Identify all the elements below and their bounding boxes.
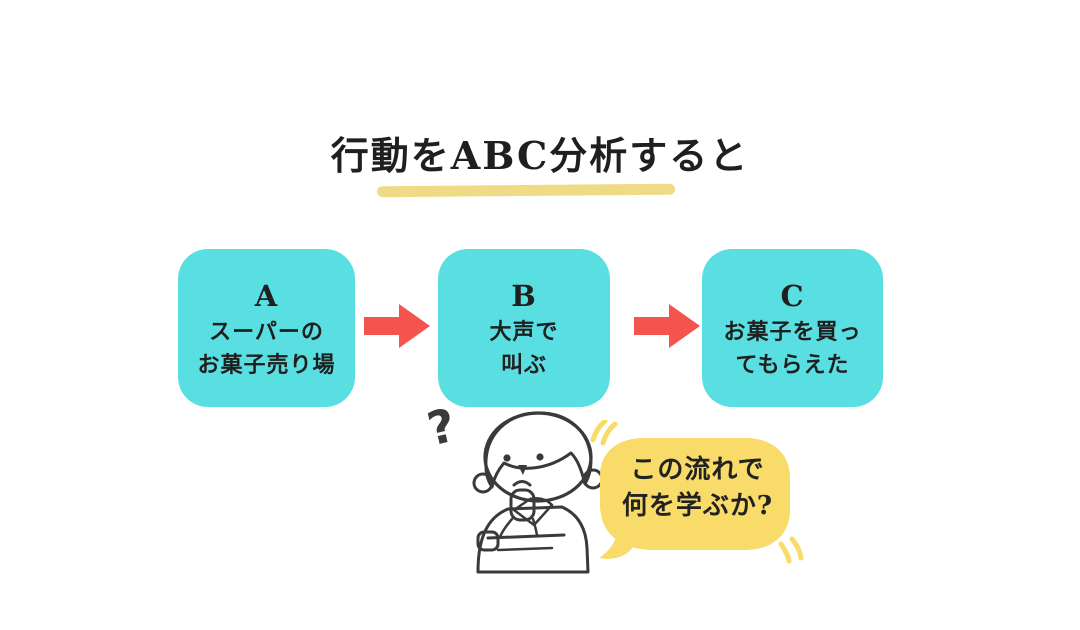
speech-bubble [585,420,813,572]
box-label-a: A [254,279,279,313]
speech-bubble-line1: この流れで [630,455,765,485]
flow-box-behavior: B 大声で 叫ぶ [438,249,610,407]
box-b-line2: 叫ぶ [500,352,547,378]
page-title: 行動をABC分析すると [330,133,750,178]
box-c-line2: てもらえた [735,352,850,378]
box-label-c: C [780,279,805,313]
box-label-b: B [511,279,537,313]
flow-box-consequence: C お菓子を買っ てもらえた [702,249,883,407]
arrow-right-icon [634,302,702,350]
box-c-line1: お菓子を買っ [723,319,862,345]
box-a-line2: お菓子売り場 [197,352,336,378]
speech-bubble-text: この流れで 何を学ぶか? [600,452,795,524]
box-a-line1: スーパーの [209,319,324,345]
thinking-person-illustration [448,406,608,578]
title-highlight-underline [376,183,676,198]
arrow-right-icon [364,302,432,350]
speech-bubble-line2: 何を学ぶか? [621,491,774,521]
box-b-line1: 大声で [489,319,559,345]
flow-box-antecedent: A スーパーの お菓子売り場 [178,249,355,407]
